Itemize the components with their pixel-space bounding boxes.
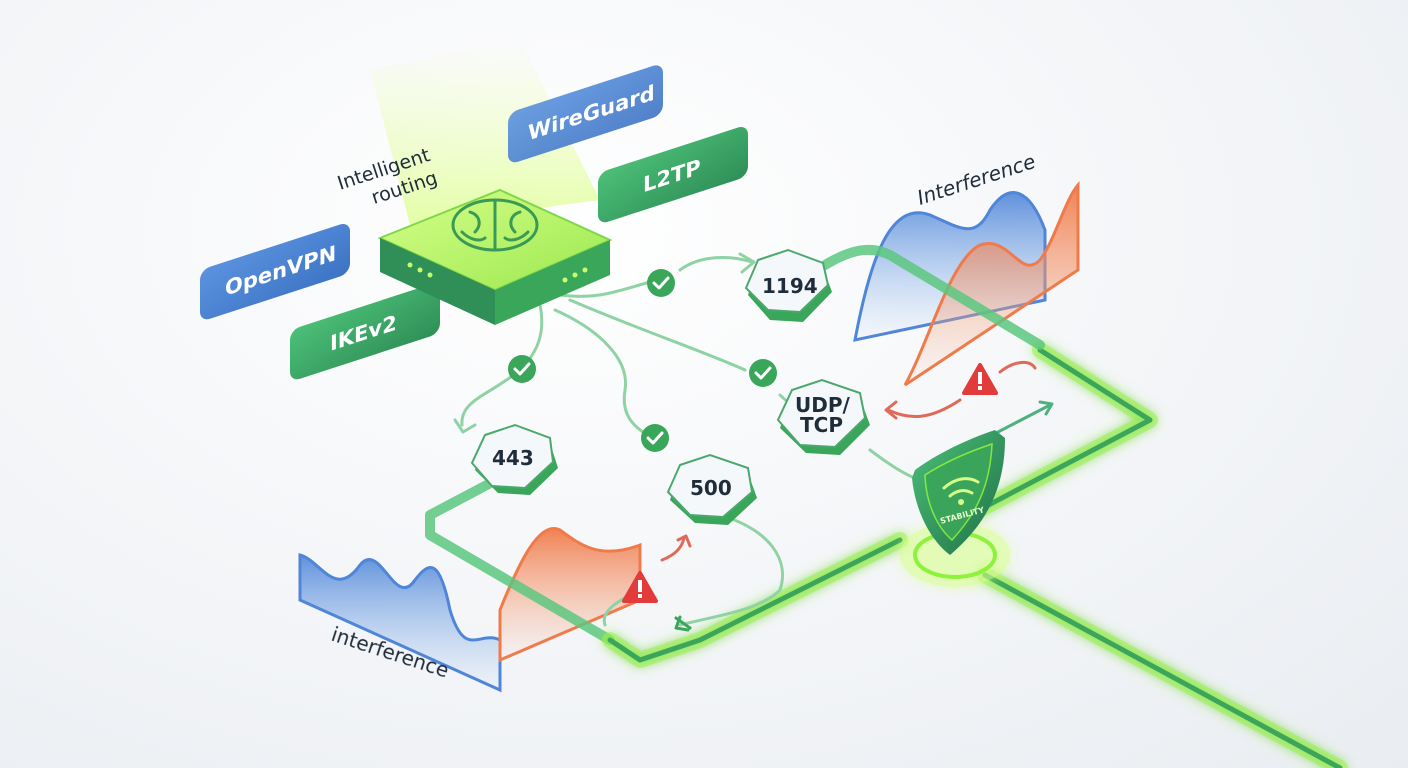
port-node-udp-tcp: UDP/ TCP: [776, 378, 870, 455]
port-node-500: 500: [666, 453, 757, 525]
warning-icon: [622, 571, 658, 603]
light-beam: [370, 40, 600, 225]
main-route-top: [820, 244, 1045, 350]
svg-text:UDP/: UDP/: [795, 393, 851, 417]
main-route-left: [425, 473, 615, 645]
svg-text:1194: 1194: [762, 274, 818, 298]
interference-wave-bottom: [298, 526, 642, 693]
svg-text:TCP: TCP: [800, 413, 843, 437]
router-device: [377, 188, 613, 325]
protocol-tag-ikev2: IKEv2: [290, 283, 440, 380]
interference-wave-top: [853, 180, 1080, 387]
svg-text:500: 500: [690, 476, 732, 500]
check-icon: [508, 355, 536, 383]
protocol-tag-l2tp: L2TP: [598, 126, 748, 223]
stable-route: [602, 342, 1348, 768]
check-icon: [749, 359, 777, 387]
port-node-1194: 1194: [744, 248, 832, 322]
warning-icon: [962, 363, 998, 395]
arrows: [453, 252, 1054, 632]
check-icon: [647, 269, 675, 297]
protocol-tag-openvpn: OpenVPN: [200, 223, 350, 320]
svg-text:443: 443: [492, 446, 534, 470]
shield-wifi-icon: STABILITY: [912, 430, 1005, 555]
brain-icon: [451, 198, 539, 252]
check-icon: [641, 424, 669, 452]
port-node-443: 443: [470, 423, 558, 495]
